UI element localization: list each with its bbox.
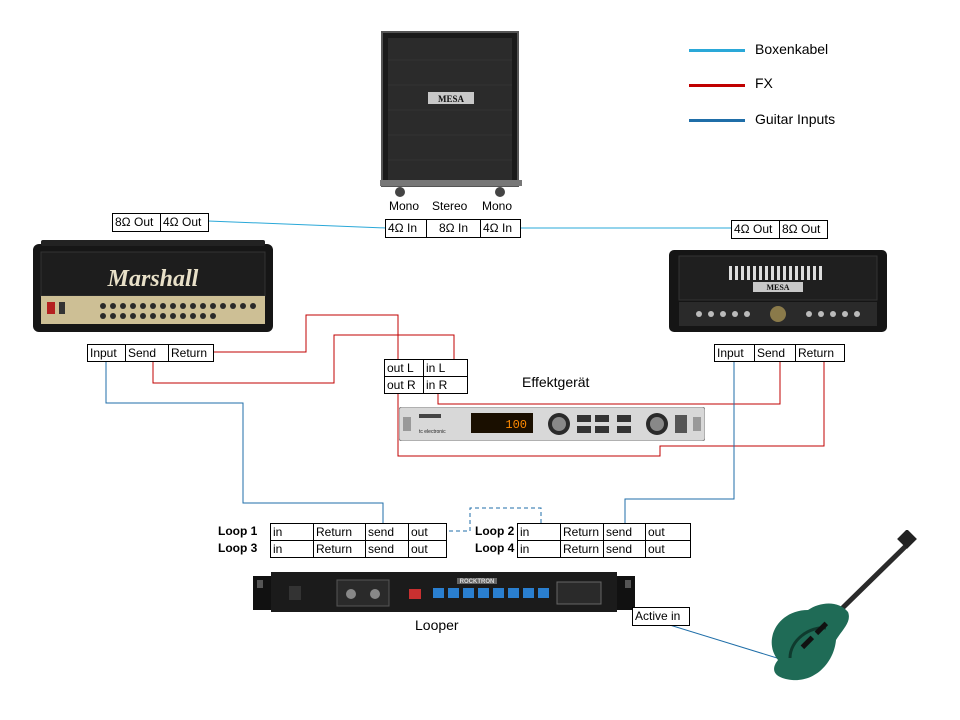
mesa-jack-input[interactable]: Input — [715, 345, 755, 361]
speaker-cable-marshall — [207, 220, 387, 229]
cabinet-mode-mono-right: Mono — [482, 199, 513, 213]
guitar-active-cable — [659, 621, 791, 663]
loop-2-label: Loop 2 — [475, 524, 515, 538]
looper-table-left: in Return send out in Return send out — [270, 523, 447, 558]
effect-port-out-r[interactable]: out R — [385, 377, 424, 393]
effect-display: 100 — [505, 418, 527, 432]
loop-2-in[interactable]: in — [518, 524, 561, 540]
cabinet-input-4ohm-left[interactable]: 4Ω In — [386, 220, 427, 237]
marshall-output-4ohm[interactable]: 4Ω Out — [163, 215, 202, 229]
loop-4-send[interactable]: send — [604, 541, 646, 557]
speaker-cabinet-image: MESA — [380, 31, 522, 197]
looper-table-right: in Return send out in Return send out — [517, 523, 691, 558]
loop-4-label: Loop 4 — [475, 541, 515, 555]
loop-3-out[interactable]: out — [411, 542, 428, 556]
loop-3-return[interactable]: Return — [314, 541, 366, 557]
mesa-output-8ohm[interactable]: 8Ω Out — [782, 222, 821, 236]
fx-cable-mesa-return — [397, 360, 825, 457]
loop-1-out[interactable]: out — [411, 525, 428, 539]
marshall-outputs-table: 8Ω Out 4Ω Out — [112, 213, 209, 232]
legend-swatch-boxenkabel — [689, 49, 745, 52]
mesa-jack-return[interactable]: Return — [798, 346, 835, 360]
looper-title: Looper — [415, 617, 459, 633]
loop-2-send[interactable]: send — [604, 524, 646, 540]
looper-image: ROCKTRON — [253, 572, 635, 612]
effect-ports-table: out L in L out R in R — [384, 359, 468, 394]
mesa-head-image: MESA — [669, 250, 887, 332]
electric-guitar-image — [771, 530, 917, 681]
looper-active-in[interactable]: Active in — [635, 609, 681, 623]
legend-swatch-guitar-inputs — [689, 119, 745, 122]
loop-1-row: in Return send out — [271, 524, 446, 541]
effect-port-in-r[interactable]: in R — [426, 378, 448, 392]
loop-3-in[interactable]: in — [271, 541, 314, 557]
loop-3-row: in Return send out — [271, 541, 446, 557]
guitar-active-in-table: Active in — [632, 607, 690, 626]
loop-link-cable — [428, 507, 542, 532]
marshall-jacks-table: Input Send Return — [87, 344, 214, 362]
mesa-jack-send[interactable]: Send — [755, 345, 796, 361]
loop-3-label: Loop 3 — [218, 541, 258, 555]
mesa-outputs-table: 4Ω Out 8Ω Out — [731, 220, 828, 239]
marshall-jack-input[interactable]: Input — [88, 345, 126, 361]
loop-1-return[interactable]: Return — [314, 524, 366, 540]
loop-2-return[interactable]: Return — [561, 524, 604, 540]
cabinet-inputs-table: 4Ω In 8Ω In 4Ω In — [385, 219, 521, 238]
effect-port-in-l[interactable]: in L — [426, 361, 446, 375]
loop-2-out[interactable]: out — [648, 525, 665, 539]
looper-brand-logo: ROCKTRON — [460, 579, 495, 585]
cabinet-brand-logo: MESA — [438, 94, 465, 104]
loop-1-send[interactable]: send — [366, 524, 409, 540]
marshall-amp-image: Marshall — [33, 240, 273, 332]
guitar-cable-marshall — [105, 360, 384, 523]
loop-4-out[interactable]: out — [648, 542, 665, 556]
fx-cable-marshall-return — [208, 314, 399, 361]
mesa-output-4ohm[interactable]: 4Ω Out — [732, 221, 780, 238]
loop-1-label: Loop 1 — [218, 524, 258, 538]
legend-label-guitar-inputs: Guitar Inputs — [755, 111, 836, 127]
effect-title: Effektgerät — [522, 374, 590, 390]
marshall-jack-return[interactable]: Return — [171, 346, 208, 360]
cabinet-input-4ohm-right[interactable]: 4Ω In — [483, 221, 512, 235]
fx-cable-marshall-send — [152, 334, 455, 384]
legend-label-boxenkabel: Boxenkabel — [755, 41, 829, 57]
effect-ports-row-left: out L in L — [385, 360, 467, 377]
mesa-head-brand-logo: MESA — [766, 283, 789, 292]
cabinet-mode-mono-left: Mono — [389, 199, 420, 213]
legend-label-fx: FX — [755, 75, 773, 91]
fx-cable-mesa-send — [437, 360, 781, 405]
loop-4-row: in Return send out — [518, 541, 690, 557]
loop-4-in[interactable]: in — [518, 541, 561, 557]
legend-swatch-fx — [689, 84, 745, 87]
effect-unit-image: tc electronic 100 — [399, 407, 705, 441]
loop-1-in[interactable]: in — [271, 524, 314, 540]
loop-4-return[interactable]: Return — [561, 541, 604, 557]
marshall-output-8ohm[interactable]: 8Ω Out — [113, 214, 161, 231]
guitar-cable-mesa — [624, 360, 735, 523]
cabinet-mode-stereo: Stereo — [432, 199, 468, 213]
loop-2-row: in Return send out — [518, 524, 690, 541]
mesa-jacks-table: Input Send Return — [714, 344, 845, 362]
effect-port-out-l[interactable]: out L — [385, 360, 424, 376]
cabinet-input-8ohm[interactable]: 8Ω In — [427, 220, 481, 237]
effect-brand-logo: tc electronic — [419, 429, 446, 435]
marshall-jack-send[interactable]: Send — [126, 345, 169, 361]
marshall-brand-logo: Marshall — [107, 266, 199, 292]
effect-ports-row-right: out R in R — [385, 377, 467, 393]
loop-3-send[interactable]: send — [366, 541, 409, 557]
